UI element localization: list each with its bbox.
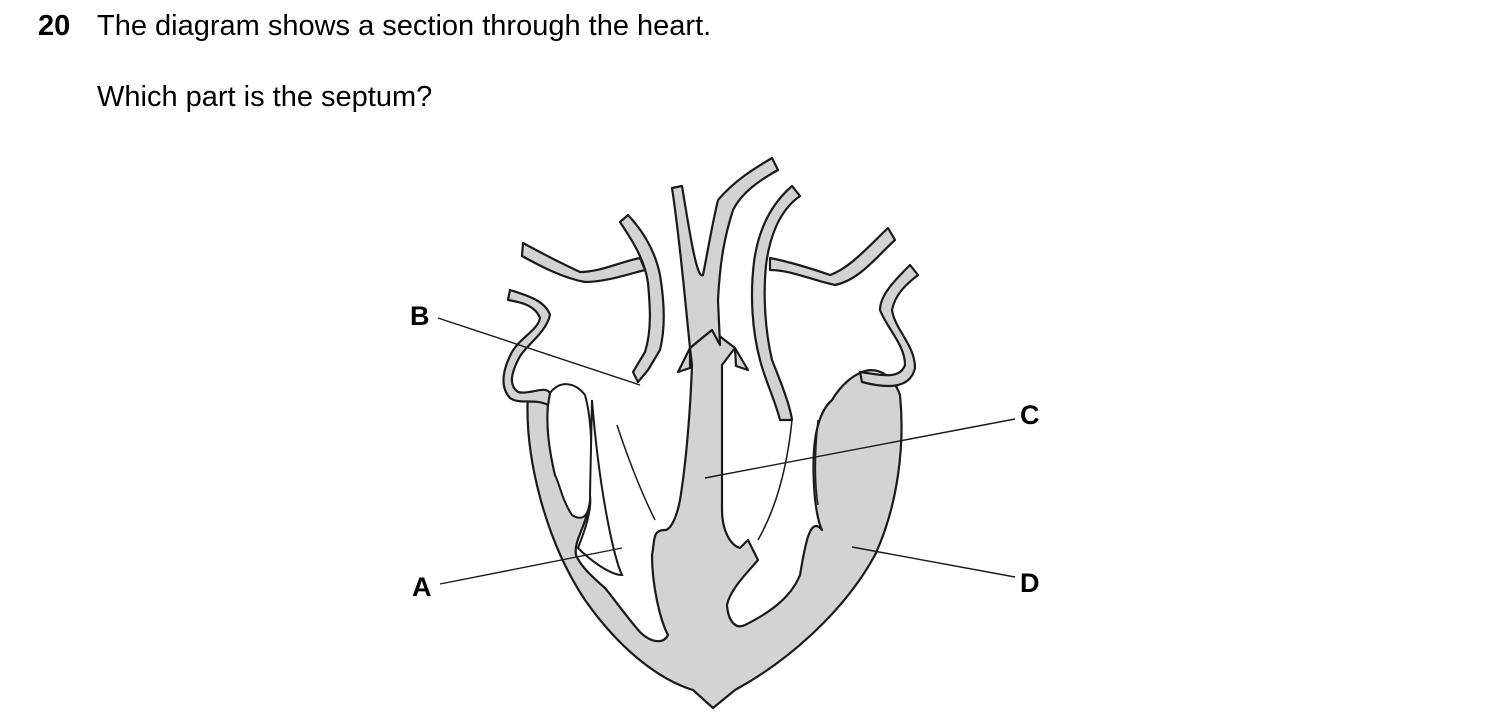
upper-left-branch [520,241,647,284]
leader-line-d [851,546,1016,578]
far-right-vessel [858,263,920,388]
label-leader-lines [437,317,1016,585]
heart-tissue [526,328,903,710]
left-vessel [618,213,665,384]
left-valve-line [616,424,656,521]
leader-line-b [437,317,641,386]
question-number: 20 [38,10,71,42]
right-inner-line [814,419,819,506]
question-stem: The diagram shows a section through the … [97,10,712,42]
label-d: D [1020,568,1040,598]
right-valve-line [757,419,793,541]
label-b: B [410,301,430,331]
question-prompt: Which part is the septum? [97,81,433,113]
left-cavity-detail [546,383,593,519]
label-a: A [412,572,432,602]
right-vessel [750,184,802,422]
heart-wall [526,328,903,710]
upper-right-branch [768,226,897,287]
valve-flap-left [676,346,692,374]
label-c: C [1020,400,1040,430]
leader-line-c [704,418,1016,479]
valve-flap-right [733,346,750,372]
leader-line-a [439,547,623,585]
central-vessel [670,156,780,350]
right-cavity [576,399,624,577]
